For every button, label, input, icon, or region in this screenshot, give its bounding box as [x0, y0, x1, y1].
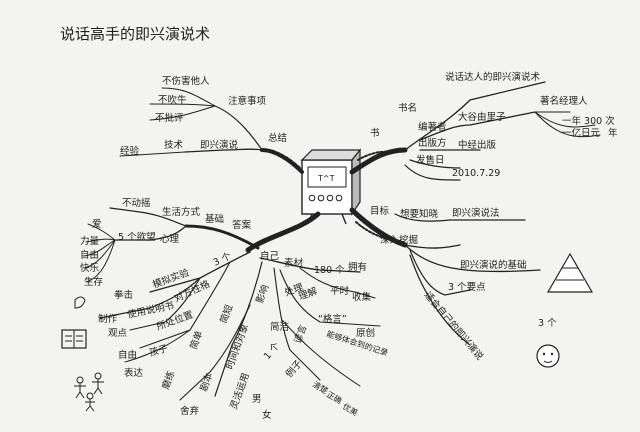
- goal-dig: 深入挖掘: [380, 234, 418, 246]
- book-date-key: 发售日: [416, 154, 445, 166]
- face-icon: [536, 344, 560, 368]
- book-editor-value: 大谷由里子: [458, 111, 506, 123]
- answer-plain: 简单: [188, 329, 206, 351]
- summary-label: 总结: [268, 132, 287, 144]
- book-talks: 一年 300 次: [562, 115, 615, 127]
- answer-freedom: 自由: [118, 349, 137, 361]
- people-doodle-icon: [74, 372, 104, 412]
- answer-psychology: 心理: [160, 234, 180, 245]
- book-doodle-icon: [61, 329, 87, 349]
- summary-experience: 经验: [120, 145, 140, 157]
- answer-label: 答案: [232, 219, 252, 231]
- answer-cut: 舍弃: [180, 405, 200, 417]
- center-tv-icon: T^T: [300, 148, 362, 225]
- answer-make: 制作: [98, 313, 118, 325]
- desire-fun: 快乐: [80, 262, 100, 274]
- book-branch: 书 书名 说话达人的即兴演说术 编著者 大谷由里子 著名经理人 一年 300 次…: [370, 71, 618, 181]
- answer-aphorism: “格言”: [318, 313, 347, 325]
- book-publisher-key: 出版方: [418, 137, 447, 149]
- answer-impact: 影响: [254, 283, 272, 305]
- answer-lifestyle: 生活方式: [162, 206, 201, 218]
- summary-no-hurt: 不伤害他人: [162, 75, 210, 87]
- summary-branch: 总结 即兴演说 技术 经验 注意事项 不伤害他人 不吹牛 不批评: [119, 75, 287, 157]
- book-per-year: 年: [608, 127, 618, 139]
- answer-have: 拥有: [348, 261, 367, 273]
- answer-count-180: 180 个: [314, 265, 345, 276]
- book-title-value: 说话达人的即兴演说术: [445, 71, 541, 83]
- answer-one: 1 个: [262, 340, 283, 362]
- desire-freedom: 自由: [80, 249, 99, 261]
- answer-example: 例子: [283, 357, 305, 380]
- desire-survival: 生存: [84, 276, 104, 288]
- answer-child: 孩子: [148, 342, 170, 359]
- answer-simulation: 模拟实验: [151, 266, 191, 290]
- answer-express: 表达: [124, 367, 144, 379]
- goal-three-points: 3 个要点: [448, 282, 486, 293]
- summary-no-criticize: 不批评: [155, 112, 184, 124]
- pyramid-icon: [546, 252, 594, 293]
- answer-usual: 平时: [330, 285, 350, 297]
- answer-branch: 答案 基础 生活方式 不动摇 心理 5 个欲望 爱 力量 自由 快乐 生存 自己…: [80, 197, 389, 421]
- book-date-value: 2010.7.29: [452, 168, 500, 179]
- answer-refine: 磨练: [160, 369, 178, 391]
- answer-script: 剧本: [198, 371, 216, 393]
- goal-branch: 目标 想要知晓 即兴演说法 深入挖掘 即兴演说的基础 3 个要点 适合自己的即兴…: [370, 205, 557, 363]
- book-title-key: 书名: [398, 102, 417, 114]
- goal-fit: 适合自己的即兴演说: [422, 289, 486, 363]
- answer-collect: 收集: [352, 291, 372, 303]
- answer-female: 女: [262, 409, 272, 421]
- book-income: 一亿日元: [562, 127, 601, 139]
- answer-male: 男: [252, 394, 262, 405]
- goal-know: 想要知晓: [400, 208, 439, 220]
- summary-technique: 技术: [164, 139, 184, 151]
- desire-power: 力量: [80, 235, 100, 247]
- summary-notes: 注意事项: [228, 95, 267, 107]
- answer-material: 素材: [284, 257, 304, 269]
- center-screen-text: T^T: [317, 174, 335, 183]
- summary-speech: 即兴演说: [200, 139, 239, 151]
- answer-viewpoint: 观点: [108, 328, 128, 339]
- answer-proverb: 谚言: [292, 323, 310, 345]
- answer-precise: 简洁: [270, 321, 289, 333]
- main-branches: [184, 147, 408, 253]
- goal-basics: 即兴演说的基础: [460, 259, 527, 271]
- answer-simple: 简短: [218, 303, 236, 325]
- book-editor-note: 著名经理人: [540, 95, 588, 107]
- answer-original: 原创: [356, 327, 375, 339]
- answer-basis: 基础: [205, 213, 224, 225]
- answer-unmoved: 不动摇: [122, 197, 151, 209]
- goal-count: 3 个: [538, 318, 557, 329]
- goal-know-value: 即兴演说法: [452, 207, 500, 219]
- summary-no-brag: 不吹牛: [158, 94, 187, 106]
- answer-use-words: 灵活运用: [228, 371, 252, 411]
- answer-correct: 正确: [325, 389, 344, 406]
- goal-label: 目标: [370, 205, 390, 217]
- answer-punch: 拳击: [114, 289, 133, 301]
- answer-five-desires: 5 个欲望: [118, 231, 156, 243]
- hand-doodle-icon: [74, 296, 86, 309]
- desire-love: 爱: [92, 218, 102, 230]
- book-publisher-value: 中经出版: [458, 139, 497, 151]
- map-title: 说话高手的即兴演说术: [60, 25, 210, 43]
- book-editor-key: 编著者: [418, 121, 447, 133]
- answer-beautiful: 优美: [341, 401, 360, 418]
- book-label: 书: [370, 128, 380, 139]
